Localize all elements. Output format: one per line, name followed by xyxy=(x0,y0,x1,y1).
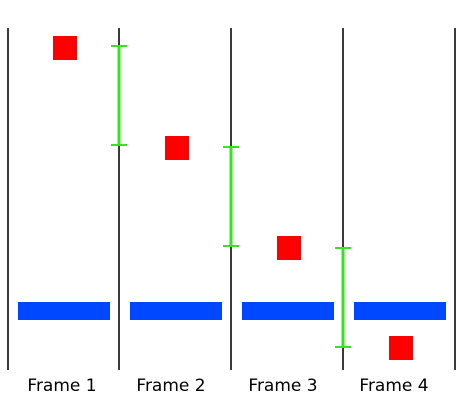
platform-frame-2 xyxy=(130,302,222,320)
frame-label-3: Frame 3 xyxy=(248,376,317,396)
frame-labels: Frame 1 Frame 2 Frame 3 Frame 4 xyxy=(27,376,428,396)
object-frame-1 xyxy=(53,36,77,60)
object-frame-2 xyxy=(165,136,189,160)
falling-objects xyxy=(53,36,413,360)
displacement-marker-2 xyxy=(223,146,239,247)
object-frame-3 xyxy=(277,236,301,260)
displacement-marker-3 xyxy=(335,247,351,348)
frame-label-2: Frame 2 xyxy=(136,376,205,396)
frame-label-4: Frame 4 xyxy=(359,376,428,396)
object-frame-4 xyxy=(389,336,413,360)
platform-frame-4 xyxy=(354,302,446,320)
platform-frame-3 xyxy=(242,302,334,320)
platforms xyxy=(18,302,446,320)
displacement-markers xyxy=(111,45,351,348)
displacement-marker-1 xyxy=(111,45,127,146)
platform-frame-1 xyxy=(18,302,110,320)
frame-label-1: Frame 1 xyxy=(27,376,96,396)
